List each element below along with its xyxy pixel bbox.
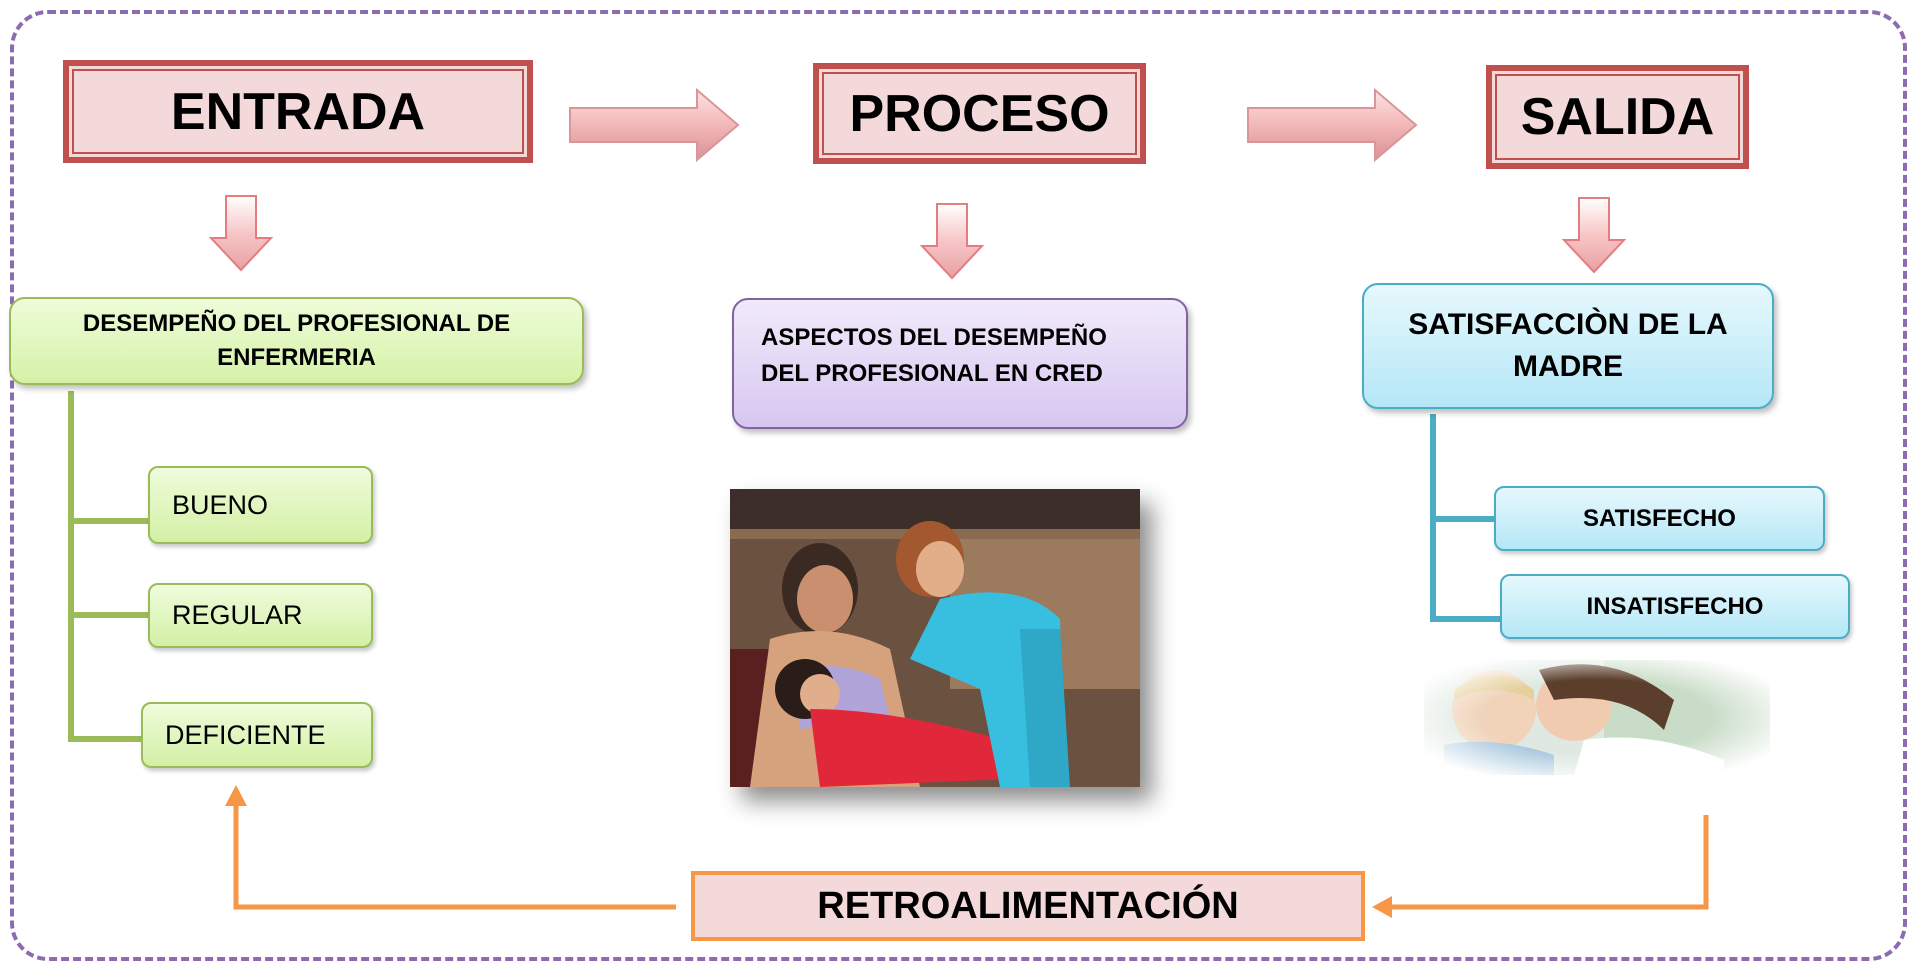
proceso-concept-box: ASPECTOS DEL DESEMPEÑO DEL PROFESIONAL E… xyxy=(732,298,1188,429)
level-deficiente-label: DEFICIENTE xyxy=(165,719,326,750)
entrada-concept-line1: DESEMPEÑO DEL PROFESIONAL DE xyxy=(82,310,511,337)
header-entrada-label: ENTRADA xyxy=(170,82,426,141)
entrada-concept-box: DESEMPEÑO DEL PROFESIONAL DE ENFERMERIA xyxy=(9,297,584,385)
nurse-feeding-baby-photo xyxy=(730,489,1140,787)
level-bueno: BUENO xyxy=(148,466,373,544)
header-salida: SALIDA xyxy=(1486,65,1749,169)
feedback-arrow-left xyxy=(233,805,676,910)
arrow-proceso-to-salida xyxy=(1247,87,1418,163)
header-proceso: PROCESO xyxy=(813,63,1146,164)
level-insatisfecho: INSATISFECHO xyxy=(1500,574,1850,639)
feedback-arrowhead-left xyxy=(1372,896,1392,918)
header-entrada: ENTRADA xyxy=(63,60,533,163)
arrow-down-proceso xyxy=(919,203,985,280)
feedback-arrow-right xyxy=(1390,815,1709,910)
salida-concept-line1: SATISFACCIÒN DE LA xyxy=(1408,308,1728,341)
feedback-label: RETROALIMENTACIÓN xyxy=(817,884,1239,927)
level-bueno-label: BUENO xyxy=(172,489,269,520)
level-insatisfecho-label: INSATISFECHO xyxy=(1586,592,1764,620)
entrada-tree-connector xyxy=(68,391,150,742)
level-deficiente: DEFICIENTE xyxy=(141,702,373,768)
mother-kissing-child-photo xyxy=(1424,660,1770,775)
level-regular: REGULAR xyxy=(148,583,373,648)
salida-tree-connector xyxy=(1430,414,1502,622)
arrow-entrada-to-proceso xyxy=(569,87,740,163)
entrada-concept-line2: ENFERMERIA xyxy=(217,344,376,371)
dashed-frame xyxy=(10,10,1907,961)
arrow-down-entrada xyxy=(208,195,274,272)
level-satisfecho-label: SATISFECHO xyxy=(1583,504,1736,532)
header-proceso-label: PROCESO xyxy=(849,84,1110,143)
level-satisfecho: SATISFECHO xyxy=(1494,486,1825,551)
feedback-arrowhead-up xyxy=(225,785,247,806)
feedback-box: RETROALIMENTACIÓN xyxy=(691,871,1365,941)
salida-concept-line2: MADRE xyxy=(1512,350,1623,383)
arrow-down-salida xyxy=(1561,197,1627,274)
salida-concept-box: SATISFACCIÒN DE LA MADRE xyxy=(1362,283,1774,409)
level-regular-label: REGULAR xyxy=(172,600,303,630)
proceso-concept-line1: ASPECTOS DEL DESEMPEÑO xyxy=(761,324,1107,351)
header-salida-label: SALIDA xyxy=(1520,88,1715,146)
proceso-concept-line2: DEL PROFESIONAL EN CRED xyxy=(761,360,1103,387)
